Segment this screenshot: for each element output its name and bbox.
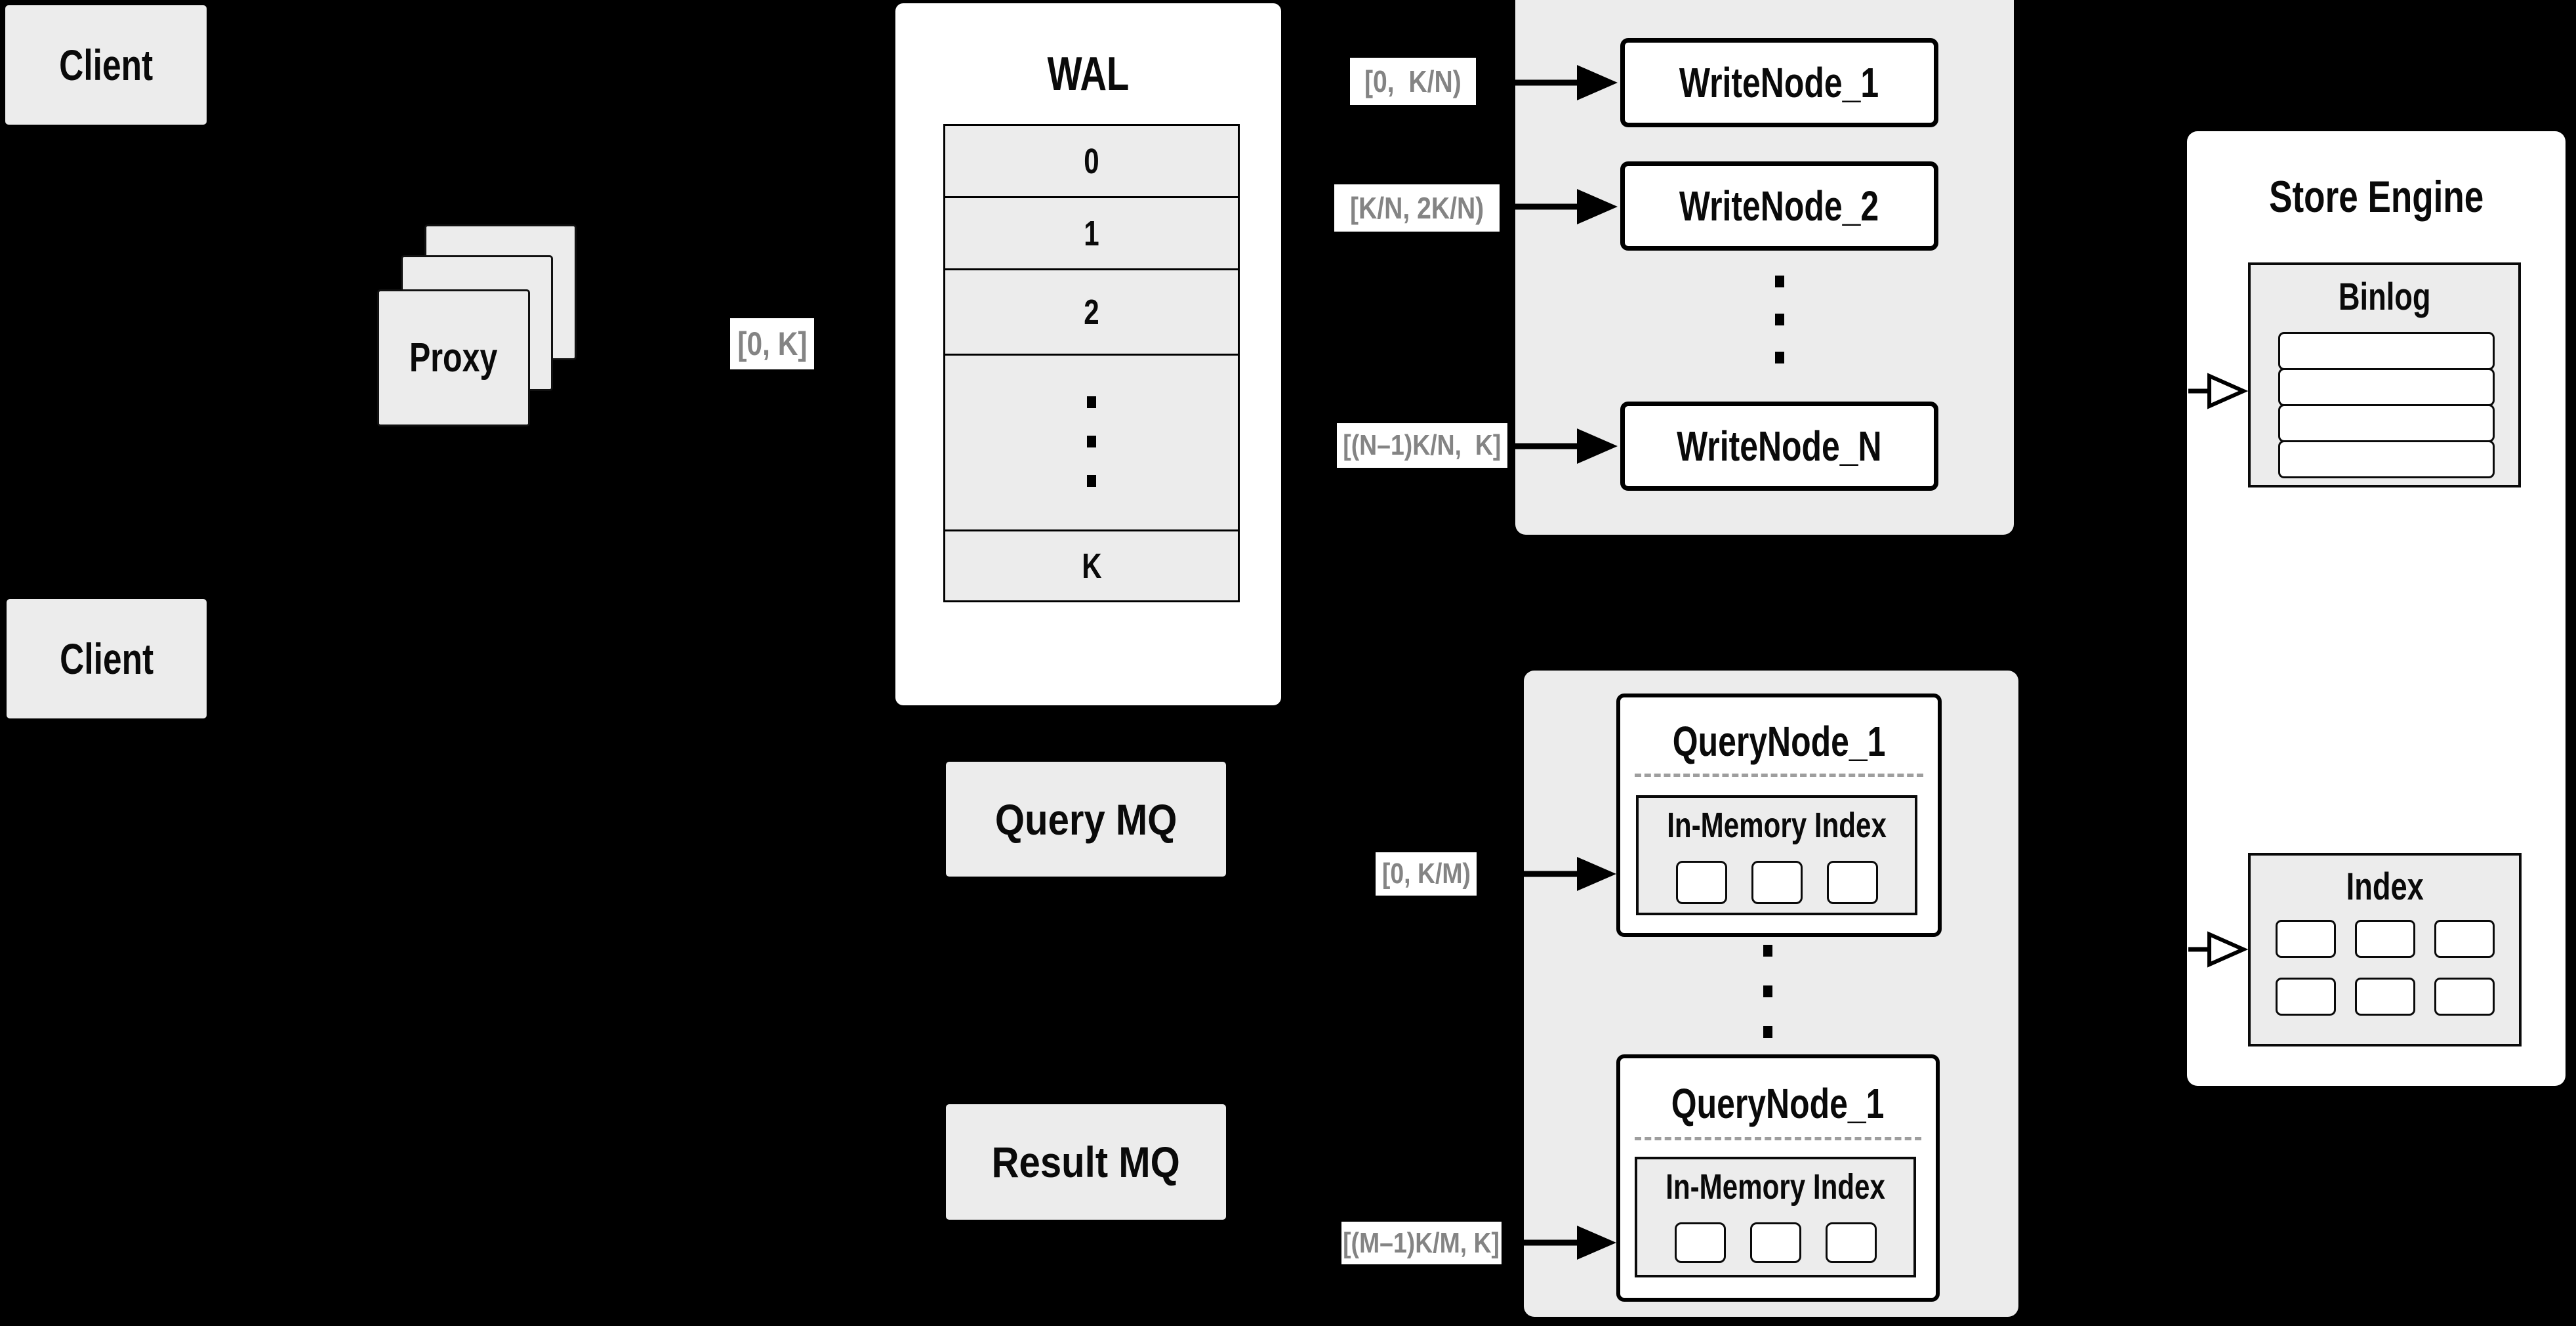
binlog-box: Binlog [2248, 262, 2521, 487]
query-node-top: QueryNode_1 In-Memory Index [1616, 694, 1942, 937]
index-cell [2354, 920, 2415, 958]
ellipsis-dot [1086, 396, 1096, 408]
proxy-node: Proxy [377, 289, 530, 426]
binlog-title: Binlog [2338, 275, 2431, 318]
memory-segment-cell [1749, 1222, 1801, 1263]
ellipsis-dot [1086, 436, 1096, 447]
index-cell-row-2 [2251, 978, 2519, 1016]
in-memory-index-title-bottom: In-Memory Index [1666, 1167, 1885, 1207]
proxy-node-label: Proxy [409, 335, 498, 381]
range-label-query-m: [(M–1)K/M, K] [1341, 1222, 1502, 1264]
ellipsis-dot [1775, 352, 1784, 363]
query-mq-node: Query MQ [946, 762, 1226, 877]
binlog-segment [2278, 332, 2495, 370]
write-node-1: WriteNode_1 [1620, 38, 1938, 127]
memory-segment-cell [1675, 861, 1727, 904]
memory-segment-cell [1825, 1222, 1877, 1263]
write-node-n: WriteNode_N [1620, 402, 1938, 491]
query-node-top-title: QueryNode_1 [1672, 718, 1886, 765]
binlog-segment [2278, 368, 2495, 406]
query-node-bottom-divider [1635, 1137, 1921, 1140]
ellipsis-dot [1763, 945, 1772, 957]
store-engine-panel: Store Engine Binlog Index [2187, 131, 2566, 1086]
range-label-write-2: [K/N, 2K/N) [1334, 184, 1500, 232]
client-node-top: Client [5, 5, 207, 125]
result-mq-node: Result MQ [946, 1104, 1226, 1220]
memory-segment-cell [1751, 861, 1803, 904]
in-memory-segments-top [1639, 861, 1915, 904]
wal-row-0: 0 [943, 124, 1240, 198]
in-memory-index-box-top: In-Memory Index [1636, 795, 1917, 915]
wal-panel: WAL 0 1 2 K [895, 3, 1281, 705]
query-node-ellipsis-dots [1763, 671, 1773, 1317]
wal-row-k: K [943, 529, 1240, 602]
write-node-1-label: WriteNode_1 [1679, 59, 1879, 106]
client-node-bottom: Client [7, 599, 207, 718]
query-mq-label: Query MQ [994, 795, 1177, 844]
range-label-write-n: [(N–1)K/N, K] [1337, 423, 1507, 468]
index-title: Index [2346, 865, 2424, 908]
in-memory-segments-bottom [1637, 1222, 1913, 1263]
wal-row-1: 1 [943, 196, 1240, 270]
write-node-n-label: WriteNode_N [1677, 423, 1882, 470]
client-node-top-label: Client [58, 41, 153, 89]
wal-ellipsis-dots [1086, 356, 1097, 529]
binlog-segment [2278, 440, 2495, 478]
ellipsis-dot [1775, 314, 1784, 325]
result-mq-label: Result MQ [991, 1138, 1181, 1186]
binlog-segment [2278, 404, 2495, 442]
ellipsis-dot [1763, 1026, 1772, 1038]
wal-row-ellipsis [943, 354, 1240, 531]
in-memory-index-title-top: In-Memory Index [1667, 806, 1887, 845]
range-label-proxy-out: [0, K] [730, 318, 814, 369]
write-node-2-label: WriteNode_2 [1679, 182, 1879, 230]
query-node-top-divider [1635, 774, 1923, 777]
write-node-group: WriteNode_1 WriteNode_2 WriteNode_N [1515, 0, 2014, 535]
write-node-2: WriteNode_2 [1620, 161, 1938, 251]
range-label-query-1: [0, K/M) [1376, 852, 1477, 896]
write-node-ellipsis-dots [1775, 0, 1785, 535]
ellipsis-dot [1775, 276, 1784, 287]
range-label-proxy-out-text: [0, K] [737, 325, 808, 362]
query-node-group: QueryNode_1 In-Memory Index QueryNode_1 … [1524, 671, 2018, 1317]
index-cell-row-1 [2251, 920, 2519, 958]
wal-row-2: 2 [943, 268, 1240, 356]
wal-title: WAL [1047, 47, 1130, 100]
query-node-bottom-title: QueryNode_1 [1671, 1080, 1885, 1127]
index-box: Index [2248, 853, 2522, 1046]
memory-segment-cell [1674, 1222, 1726, 1263]
index-cell [2434, 978, 2495, 1016]
index-cell [2354, 978, 2415, 1016]
index-cell [2275, 978, 2336, 1016]
index-cell [2434, 920, 2495, 958]
range-label-write-1: [0, K/N) [1350, 58, 1476, 105]
binlog-segments [2278, 332, 2495, 478]
index-cell [2275, 920, 2336, 958]
ellipsis-dot [1763, 985, 1772, 997]
memory-segment-cell [1826, 861, 1878, 904]
wal-log-table: 0 1 2 K [943, 124, 1240, 602]
ellipsis-dot [1086, 475, 1096, 487]
client-node-bottom-label: Client [59, 634, 154, 683]
store-engine-title: Store Engine [2268, 172, 2484, 222]
query-node-bottom: QueryNode_1 In-Memory Index [1616, 1054, 1940, 1302]
in-memory-index-box-bottom: In-Memory Index [1635, 1157, 1916, 1277]
